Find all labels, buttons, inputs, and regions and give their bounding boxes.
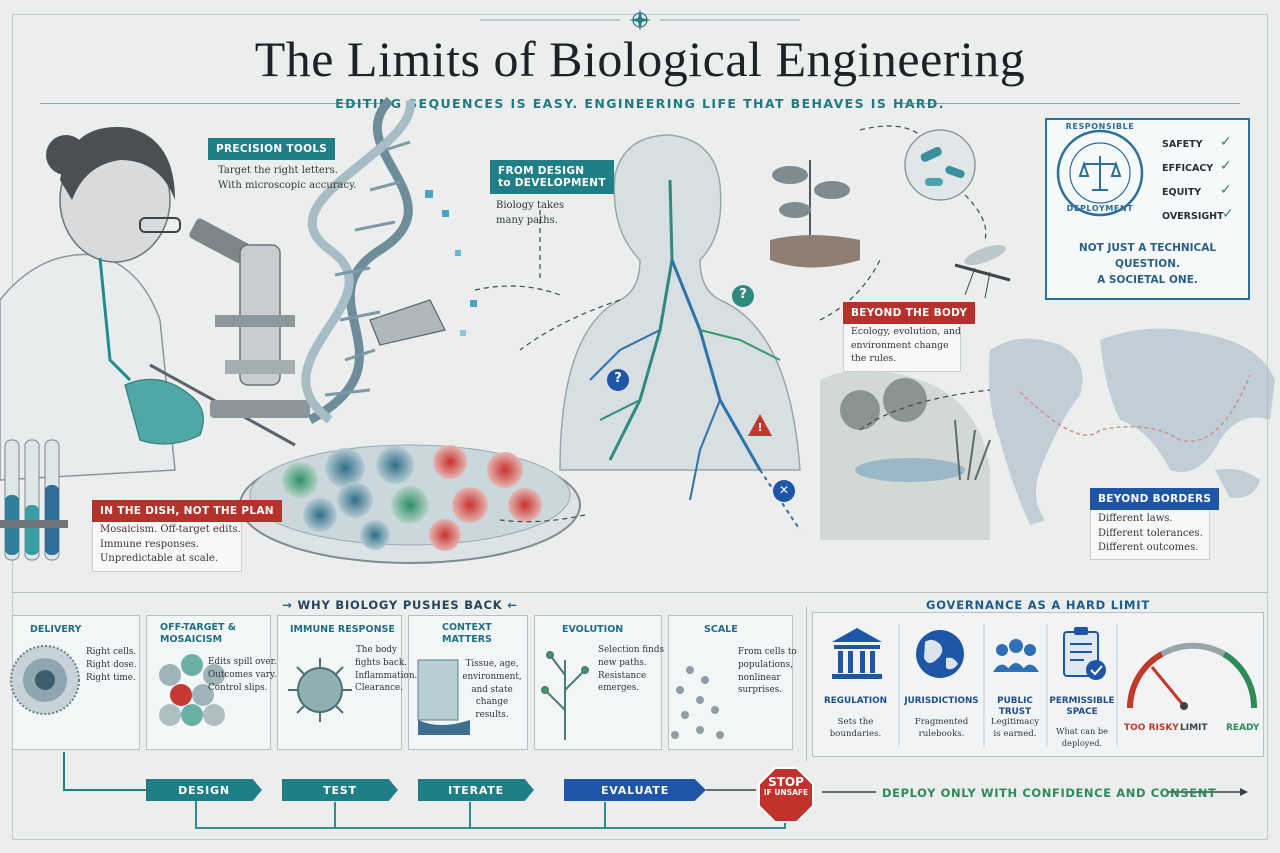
delivery-nanoparticle-icon <box>10 645 80 715</box>
why-card-title: IMMUNE RESPONSE <box>290 624 395 635</box>
question-marker-2 <box>607 369 629 391</box>
courthouse-icon <box>832 628 882 679</box>
dashed-connectors <box>474 125 991 523</box>
why-card-illustrations <box>10 645 724 740</box>
subtitle-rule-left <box>40 103 380 104</box>
governance-panel <box>812 612 1264 757</box>
beyond-borders-text: Different laws.Different tolerances.Diff… <box>1098 513 1203 553</box>
process-step-evaluate: EVALUATE <box>564 779 706 801</box>
microscope-illustration <box>189 218 310 418</box>
seal-bottom-text: DEPLOYMENT <box>1066 204 1134 213</box>
check-icon: ✓ <box>1220 158 1232 174</box>
final-deploy-text: DEPLOY ONLY WITH CONFIDENCE AND CONSENT <box>882 786 1217 800</box>
rd-item-safety: SAFETY <box>1162 139 1203 150</box>
cross-icon: ✕ <box>778 483 790 497</box>
warning-marker <box>748 414 772 436</box>
governance-header: GOVERNANCE AS A HARD LIMIT <box>926 598 1150 612</box>
dish-text: Mosaicism. Off-target edits.Immune respo… <box>100 524 241 564</box>
virus-icon <box>288 658 352 722</box>
responsible-deployment-seal <box>1056 129 1144 217</box>
process-step-iterate: ITERATE <box>418 779 534 801</box>
why-card-title: EVOLUTION <box>562 624 624 635</box>
gauge-label-too-risky: TOO RISKY <box>1124 723 1179 733</box>
check-icon: ✓ <box>1222 206 1234 222</box>
gov-item-label: PUBLIC TRUST <box>997 696 1033 718</box>
hero-illustration <box>0 96 1275 564</box>
test-tubes <box>0 439 68 561</box>
why-section-header: → WHY BIOLOGY PUSHES BACK ← <box>282 598 518 612</box>
human-figure <box>559 134 801 531</box>
seal-top-text: RESPONSIBLE <box>1065 122 1135 131</box>
why-card-scale <box>668 615 793 750</box>
why-card-evolution <box>534 615 662 750</box>
mosaic-cells-icon <box>159 654 225 726</box>
gov-item-label: REGULATION <box>824 696 887 706</box>
cross-marker <box>773 480 795 502</box>
question-icon: ? <box>614 371 622 386</box>
rd-item-oversight: OVERSIGHT <box>1162 211 1224 222</box>
stop-sign-icon <box>758 767 814 823</box>
rd-item-equity: EQUITY <box>1162 187 1202 198</box>
why-card-immune <box>277 615 402 750</box>
why-card-title: DELIVERY <box>30 624 82 635</box>
scales-icon <box>1078 156 1122 191</box>
why-card-text: Right cells.Right dose.Right time. <box>86 647 137 683</box>
evolution-tree-icon <box>541 651 589 740</box>
precision-tools-label: PRECISION TOOLS <box>208 138 336 161</box>
beyond-borders-label: BEYOND BORDERS <box>1090 488 1220 511</box>
tissue-layers-icon <box>417 659 470 735</box>
beyond-body-label: BEYOND THE BODY <box>843 302 976 325</box>
gov-item-label: JURISDICTIONS <box>904 696 979 706</box>
check-icon: ✓ <box>1220 182 1232 198</box>
why-card-title: SCALE <box>704 624 738 635</box>
gauge-label-ready: READY <box>1226 723 1260 733</box>
process-step-test: TEST <box>282 779 398 801</box>
risk-gauge <box>1127 642 1258 710</box>
dna-helix <box>301 96 477 424</box>
stop-sign-text: STOP IF UNSAFE <box>763 775 809 797</box>
petri-dish <box>239 444 581 564</box>
precision-tools-text: Target the right letters.With microscopi… <box>218 165 357 191</box>
subtitle-rule-right <box>900 103 1240 104</box>
scientist-illustration <box>0 127 296 481</box>
governance-divider <box>806 606 807 761</box>
clipboard-check-icon <box>1063 627 1106 680</box>
dish-label: IN THE DISH, NOT THE PLAN <box>92 500 282 523</box>
why-card-title: OFF-TARGET &MOSAICISM <box>160 622 237 645</box>
section-divider <box>12 592 1268 593</box>
process-step-design: DESIGN <box>146 779 262 801</box>
warning-icon: ! <box>757 421 763 434</box>
page-title: The Limits of Biological Engineering <box>254 31 1026 87</box>
why-card-text: Edits spill over.Outcomes vary.Control s… <box>208 657 277 693</box>
question-icon: ? <box>739 287 747 302</box>
subtitle: EDITING SEQUENCES IS EASY. ENGINEERING L… <box>335 96 945 111</box>
rd-item-efficacy: EFFICACY <box>1162 163 1214 174</box>
compass-ornament <box>480 9 800 31</box>
ecology-illustration <box>770 129 1011 540</box>
gauge-label-limit: LIMIT <box>1180 723 1208 733</box>
globe-icon <box>916 630 964 678</box>
question-marker-1 <box>732 285 754 307</box>
population-icon <box>671 666 724 739</box>
world-map <box>988 328 1275 525</box>
check-icon: ✓ <box>1220 134 1232 150</box>
process-flow-lines <box>63 752 1248 829</box>
governance-icons <box>832 624 1258 747</box>
people-group-icon <box>993 639 1039 672</box>
